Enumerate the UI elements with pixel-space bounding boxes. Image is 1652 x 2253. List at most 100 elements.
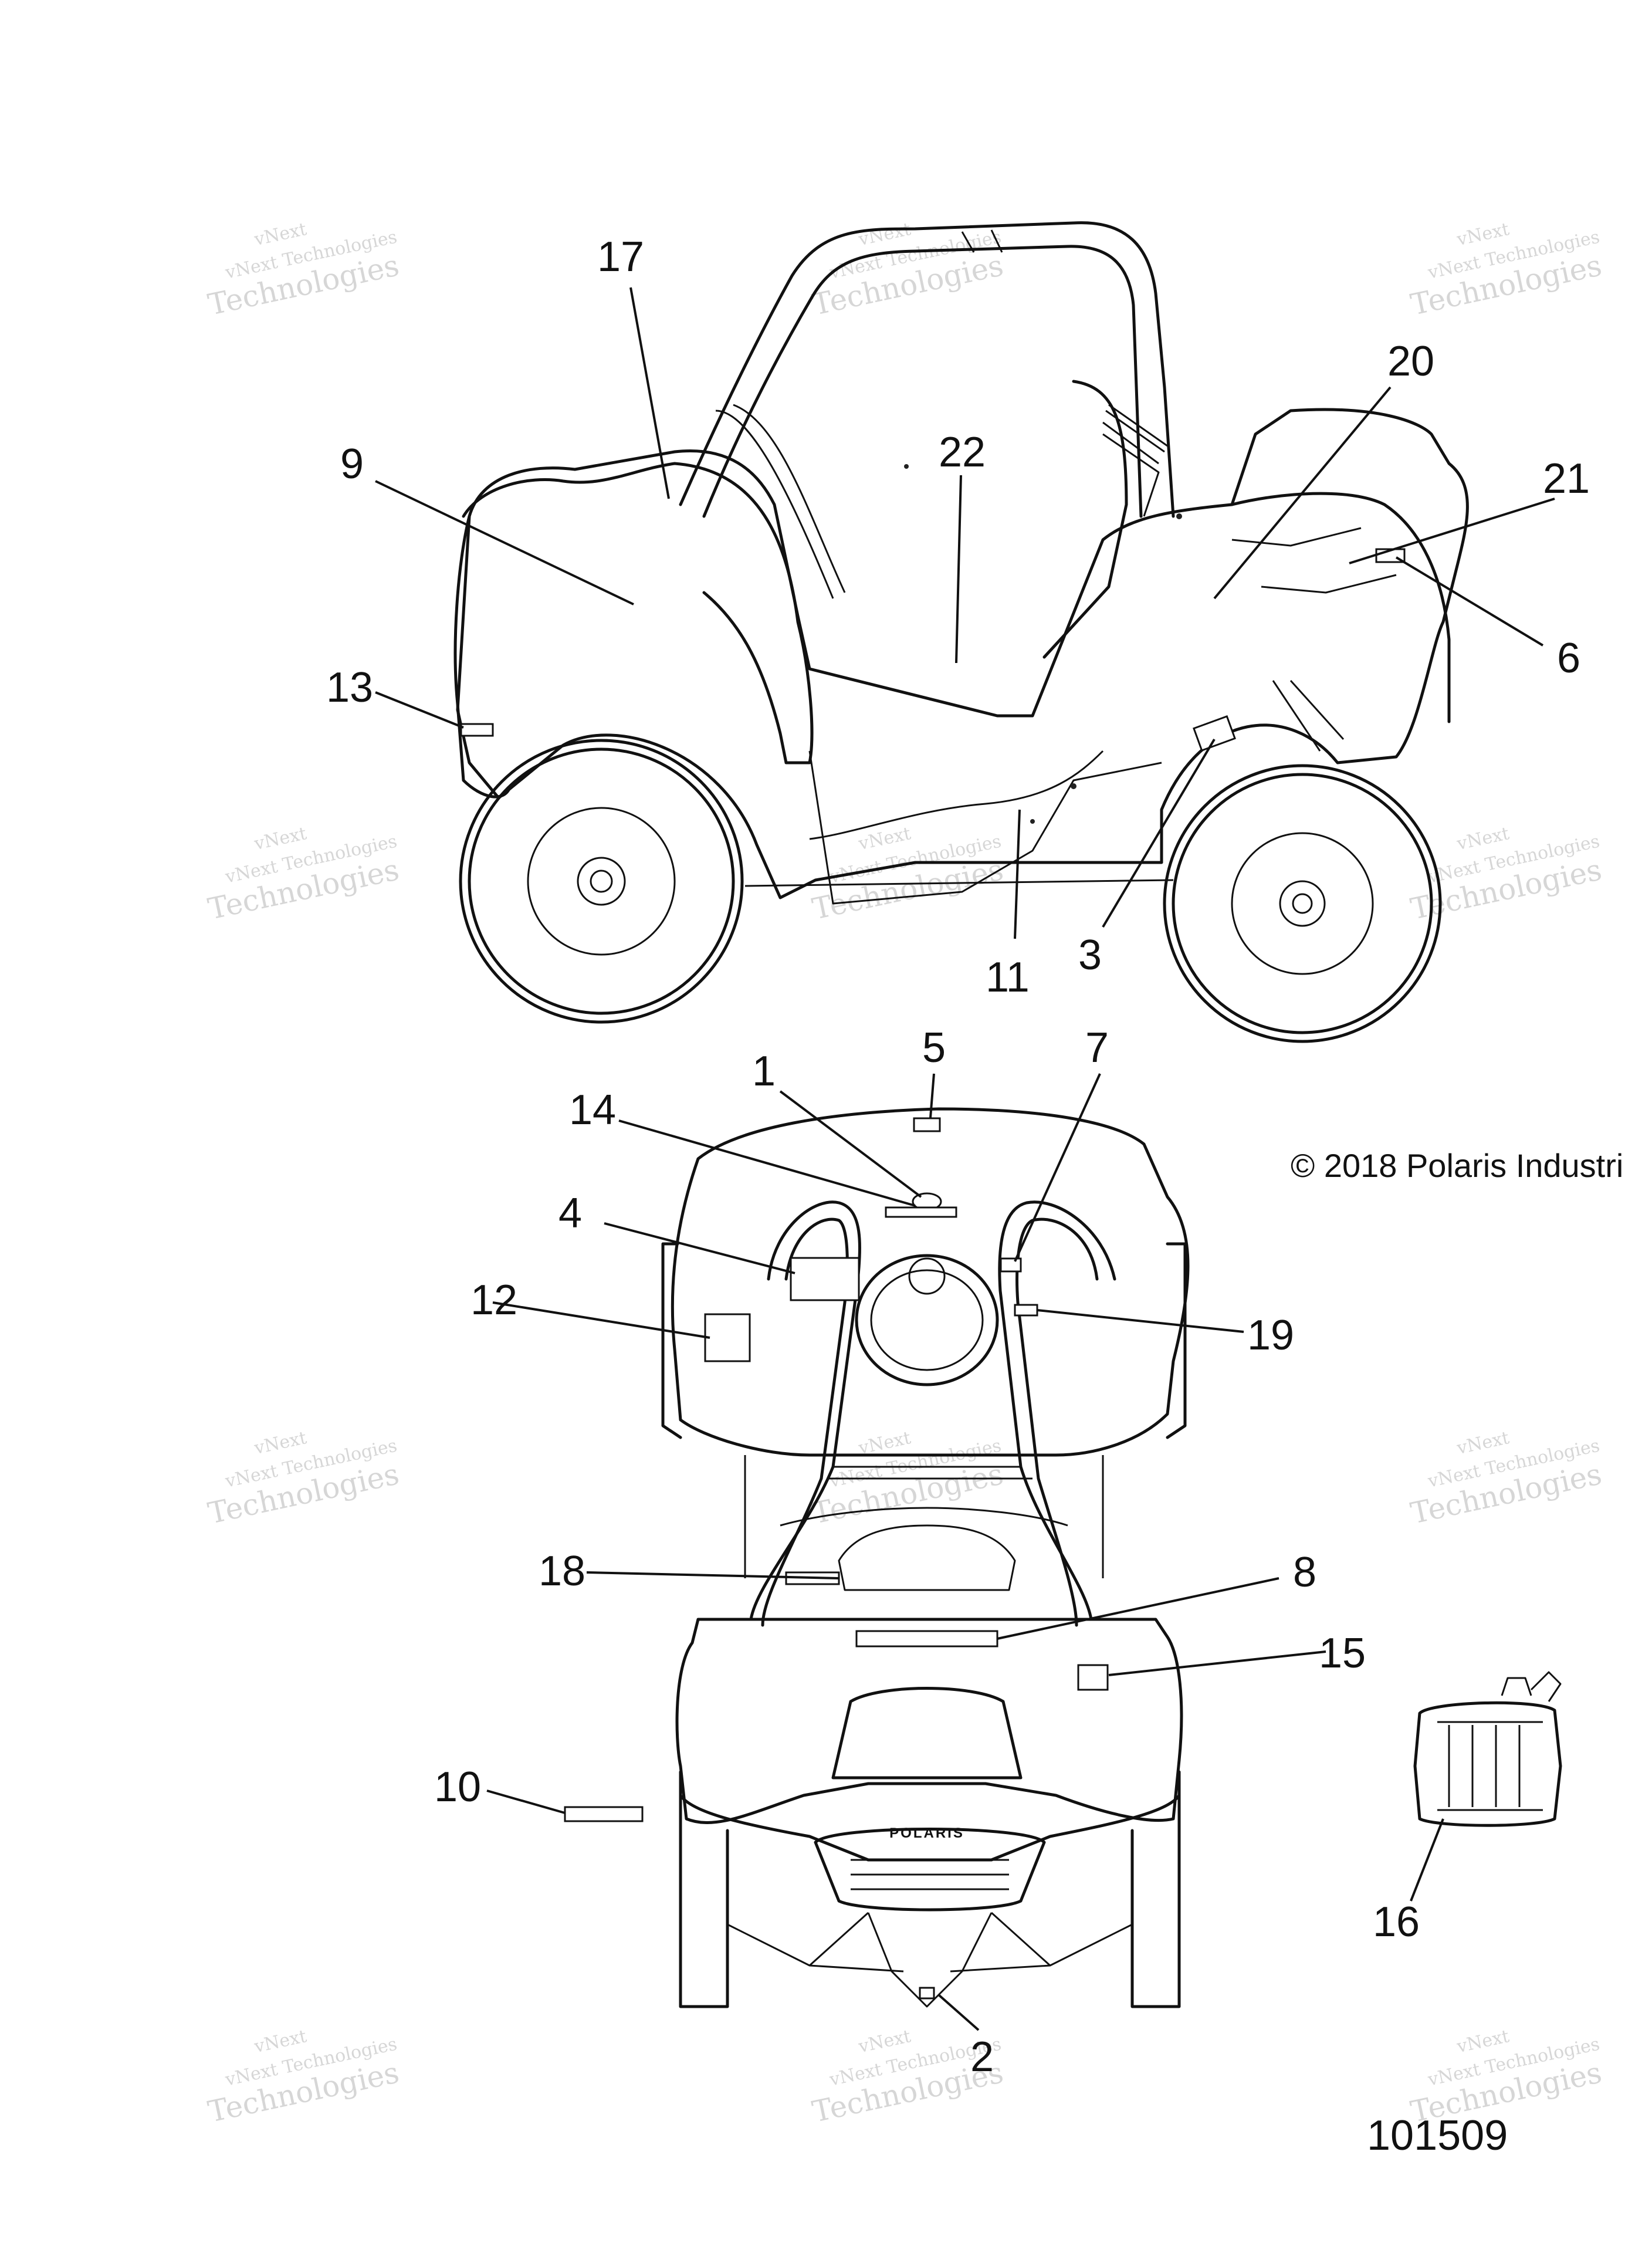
leader-15 — [1108, 1650, 1326, 1676]
leader-11 — [1014, 809, 1021, 939]
decal-8 — [855, 1630, 998, 1648]
watermark-line1: vNext — [252, 219, 309, 250]
roll-cage-inner — [702, 245, 1143, 518]
leader-2 — [937, 1994, 980, 2031]
decal-13 — [460, 723, 494, 737]
leader-17 — [629, 287, 670, 499]
watermark-line1: vNext — [252, 823, 309, 854]
watermark: vNext vNext Technologies Technologies — [205, 2026, 402, 2129]
tank-body — [1413, 1701, 1562, 1827]
leader-22 — [955, 475, 962, 664]
part-16-assembly — [1413, 1671, 1562, 1827]
grille — [814, 1828, 1046, 1912]
callout-6: 6 — [1557, 635, 1580, 682]
callout-8: 8 — [1293, 1549, 1316, 1596]
leader-5 — [929, 1073, 935, 1118]
callout-13: 13 — [326, 664, 373, 711]
hood — [831, 1687, 1023, 1780]
decal-4 — [790, 1257, 860, 1301]
callout-3: 3 — [1078, 932, 1102, 979]
watermark-line1: vNext — [1455, 2026, 1511, 2057]
rear-shock — [1102, 404, 1168, 517]
watermark: vNext vNext Technologies Technologies — [205, 823, 402, 926]
rear-wheel — [1163, 764, 1442, 1043]
watermark-line1: vNext — [252, 2026, 309, 2057]
front-tire-right — [1130, 1776, 1181, 2008]
watermark: vNext vNext Technologies Technologies — [1408, 1427, 1605, 1530]
steering-wheel — [855, 1254, 999, 1386]
front-fascia — [453, 515, 512, 799]
rear-body — [671, 1107, 1190, 1457]
callout-17: 17 — [597, 234, 644, 280]
steering-wheel-inner — [870, 1269, 984, 1371]
cage-right-tube-2 — [1015, 1217, 1099, 1627]
leader-10 — [486, 1789, 566, 1814]
callout-12: 12 — [470, 1277, 517, 1324]
decal-7 — [1000, 1257, 1022, 1273]
side-view-vehicle — [453, 221, 1469, 1043]
steering-column — [715, 404, 846, 599]
decal-19 — [1014, 1304, 1038, 1317]
roll-cage — [679, 221, 1175, 518]
leader-20 — [1213, 386, 1392, 600]
tank-fittings — [1501, 1671, 1562, 1702]
decal-10-sticker — [564, 1806, 644, 1822]
top-view-vehicle: POLARIS — [564, 1107, 1190, 2008]
leader-19 — [1037, 1309, 1244, 1333]
front-suspension — [727, 1912, 1133, 1973]
tank-ribs — [1437, 1721, 1543, 1811]
decal-2 — [919, 1987, 935, 2000]
leader-lines — [375, 287, 1555, 2031]
seat-back — [1042, 380, 1128, 659]
callout-15: 15 — [1319, 1630, 1366, 1677]
watermark-line1: vNext — [1455, 219, 1511, 250]
callout-14: 14 — [569, 1087, 616, 1134]
front-tire-left — [679, 1776, 729, 2008]
cage-crossbar-top — [827, 1466, 1032, 1480]
engine-detail — [1231, 527, 1397, 752]
cage-crossbar — [961, 229, 1003, 253]
watermark-line1: vNext — [857, 2026, 913, 2057]
rear-tire-left — [661, 1242, 682, 1439]
steering-hub — [908, 1257, 946, 1295]
leader-18 — [586, 1571, 839, 1579]
watermark: vNext vNext Technologies Technologies — [1408, 219, 1605, 322]
rocker-panel — [808, 750, 1162, 905]
decal-15 — [1077, 1664, 1109, 1691]
callout-1: 1 — [752, 1048, 776, 1095]
leader-12 — [492, 1301, 710, 1339]
leader-16 — [1410, 1818, 1444, 1902]
callout-10: 10 — [434, 1764, 481, 1811]
brand-badge: POLARIS — [889, 1825, 964, 1841]
callout-9: 9 — [340, 441, 364, 488]
front-body — [675, 1618, 1183, 1824]
callout-11: 11 — [986, 954, 1030, 1001]
copyright-text: © 2018 Polaris Industri — [1291, 1147, 1623, 1184]
figure-number: 101509 — [1367, 2112, 1508, 2159]
leader-14 — [618, 1119, 916, 1207]
leader-3 — [1102, 738, 1216, 928]
callout-20: 20 — [1387, 338, 1434, 385]
body-outline — [456, 408, 1469, 899]
watermark-line1: vNext — [1455, 823, 1511, 854]
leader-6 — [1395, 556, 1544, 647]
seat-top — [838, 1524, 1016, 1591]
decal-5 — [913, 1117, 941, 1132]
callout-7: 7 — [1085, 1024, 1109, 1071]
leader-9 — [375, 480, 634, 605]
middle-frame — [744, 1455, 1104, 1578]
callout-19: 19 — [1247, 1312, 1294, 1359]
callout-18: 18 — [539, 1548, 585, 1595]
callout-2: 2 — [970, 2034, 994, 2081]
decal-14 — [885, 1206, 957, 1218]
floor-line — [809, 750, 1104, 840]
watermark: vNext vNext Technologies Technologies — [810, 219, 1007, 322]
leader-21 — [1349, 498, 1555, 564]
grille-slats — [851, 1859, 1009, 1890]
leader-13 — [375, 691, 464, 729]
leader-7 — [1014, 1073, 1101, 1262]
callout-22: 22 — [939, 429, 986, 476]
skid-plate — [867, 1912, 993, 2008]
frame-rail — [744, 879, 1174, 887]
